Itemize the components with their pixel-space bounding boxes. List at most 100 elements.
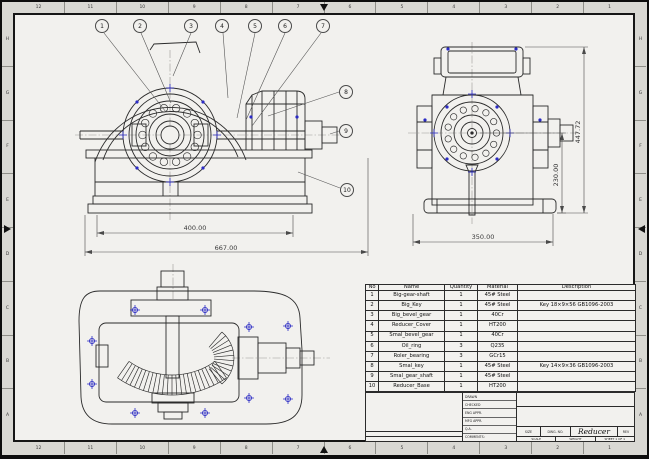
table-cell bbox=[517, 310, 636, 322]
center-mark-right bbox=[638, 225, 645, 233]
balloon-3[interactable]: 3 bbox=[184, 19, 198, 33]
table-cell: 40Cr bbox=[477, 310, 518, 322]
table-header-cell: Description bbox=[517, 283, 636, 292]
center-mark-top bbox=[320, 4, 328, 11]
comments-cell bbox=[517, 393, 634, 407]
zone-label: F bbox=[635, 119, 646, 174]
table-cell: 45# Steel bbox=[477, 360, 518, 372]
notes-row bbox=[366, 431, 462, 436]
balloon-5[interactable]: 5 bbox=[248, 19, 262, 33]
zone-label: H bbox=[5, 36, 10, 42]
drawing-title: Reducer bbox=[571, 427, 618, 436]
table-cell: 6 bbox=[365, 340, 379, 352]
balloon-2[interactable]: 2 bbox=[133, 19, 147, 33]
zone-label: A bbox=[2, 388, 13, 442]
balloon-4-label: 4 bbox=[220, 22, 224, 30]
zone-label: 1 bbox=[583, 2, 635, 13]
table-cell: Smal_bevel_gear bbox=[378, 330, 445, 342]
zone-label: B bbox=[2, 334, 13, 389]
balloon-9-label: 9 bbox=[344, 127, 348, 135]
table-cell: HT200 bbox=[477, 320, 518, 332]
table-cell: Big_Key bbox=[378, 300, 445, 312]
zone-label: 3 bbox=[479, 442, 531, 454]
balloon-9[interactable]: 9 bbox=[339, 124, 353, 138]
zone-label: 11 bbox=[63, 442, 116, 454]
table-cell: Big-gear-shaft bbox=[378, 290, 445, 302]
zone-label: C bbox=[2, 280, 13, 335]
title-block-field-label: ENG APPR. bbox=[463, 409, 516, 418]
table-cell bbox=[517, 340, 636, 352]
zone-label: 12 bbox=[35, 445, 42, 451]
table-cell: 5 bbox=[365, 330, 379, 342]
zone-label: 4 bbox=[427, 2, 479, 13]
title-block-field-label: DRAWN bbox=[463, 393, 516, 402]
table-cell: Smal_gear_shaft bbox=[378, 370, 445, 382]
center-mark-bottom bbox=[320, 446, 328, 453]
balloon-10[interactable]: 10 bbox=[340, 183, 354, 197]
table-cell: 3 bbox=[444, 340, 478, 352]
table-cell: 8 bbox=[365, 360, 379, 372]
table-cell: 7 bbox=[365, 350, 379, 362]
balloon-4[interactable]: 4 bbox=[215, 19, 229, 33]
table-cell: 1 bbox=[444, 370, 478, 382]
table-cell: 1 bbox=[444, 330, 478, 342]
zone-label: 7 bbox=[271, 442, 324, 454]
balloon-2-label: 2 bbox=[138, 22, 142, 30]
table-cell: 45# Steel bbox=[477, 300, 518, 312]
zone-label: 9 bbox=[167, 2, 220, 13]
table-cell: Key 14×9×36 GB1096-2003 bbox=[517, 360, 636, 372]
comments-cell-lower bbox=[517, 407, 634, 427]
table-cell bbox=[517, 330, 636, 342]
table-cell: Key 18×9×56 GB1096-2003 bbox=[517, 300, 636, 312]
title-block-field-label: COMMENTS: bbox=[465, 435, 485, 440]
table-cell: 1 bbox=[444, 300, 478, 312]
scale-row: SCALE WEIGHT SHEET 1 OF 1 bbox=[517, 436, 634, 441]
table-cell: Roler_bearing bbox=[378, 350, 445, 362]
sheet-cell: SHEET 1 OF 1 bbox=[604, 437, 626, 441]
table-cell: Big_bevel_gear bbox=[378, 310, 445, 322]
balloon-6[interactable]: 6 bbox=[278, 19, 292, 33]
notes-row bbox=[366, 436, 462, 441]
table-cell: Reducer_Cover bbox=[378, 320, 445, 332]
zone-label: 3 bbox=[479, 2, 531, 13]
title-block-field-label: CHECKED bbox=[463, 401, 516, 410]
table-cell: 1 bbox=[365, 290, 379, 302]
title-block-field-label: Q.A. bbox=[463, 426, 516, 434]
zone-label: 12 bbox=[35, 5, 42, 10]
table-cell bbox=[517, 380, 636, 393]
balloon-6-label: 6 bbox=[283, 22, 287, 30]
title-block-right: SIZE DWG. NO. Reducer REV SCALE WEIGHT S… bbox=[517, 393, 634, 441]
table-cell: Q235 bbox=[477, 340, 518, 352]
table-cell bbox=[517, 370, 636, 382]
balloon-1[interactable]: 1 bbox=[95, 19, 109, 33]
balloon-8[interactable]: 8 bbox=[339, 85, 353, 99]
zone-label: 10 bbox=[115, 2, 168, 13]
zone-label: H bbox=[638, 36, 643, 42]
zone-label: G bbox=[2, 65, 13, 120]
balloon-8-label: 8 bbox=[344, 88, 348, 96]
zone-label: C bbox=[635, 280, 646, 335]
zone-label: 6 bbox=[323, 442, 376, 454]
table-cell: 1 bbox=[444, 310, 478, 322]
zone-label: F bbox=[2, 119, 13, 174]
table-cell: Reducer_Base bbox=[378, 380, 445, 393]
balloon-7[interactable]: 7 bbox=[316, 19, 330, 33]
zone-label: 7 bbox=[271, 2, 324, 13]
center-mark-left bbox=[4, 225, 11, 233]
table-cell bbox=[517, 290, 636, 302]
balloon-7-label: 7 bbox=[321, 22, 325, 30]
zone-label: 2 bbox=[531, 2, 583, 13]
zone-label: G bbox=[635, 65, 646, 120]
table-cell: 45# Steel bbox=[477, 290, 518, 302]
